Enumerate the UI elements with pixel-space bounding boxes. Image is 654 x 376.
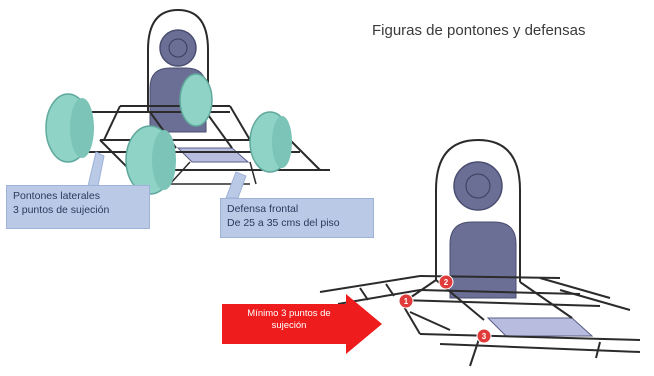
left-floor-plate (176, 147, 250, 163)
right-callout-pointer (225, 171, 247, 199)
callout-lateral-line2: 3 puntos de sujeción (13, 204, 110, 216)
attachment-badge-3: 3 (476, 328, 492, 344)
attachment-badge-1: 1 (398, 293, 414, 309)
red-arrow-shape (222, 294, 382, 354)
right-floor-plate (486, 317, 594, 337)
left-wheel-disc (159, 29, 197, 67)
left-callout-pointer (87, 151, 105, 187)
red-arrow-line2: sujeción (271, 320, 307, 331)
left-vehicle (45, 8, 330, 199)
callout-frontal-line2: De 25 a 35 cms del piso (227, 217, 340, 229)
left-pontoon-middle (179, 73, 213, 127)
badge-1-label: 1 (404, 297, 409, 306)
page-title: Figuras de pontones y defensas (372, 22, 586, 39)
right-seat (449, 221, 517, 299)
left-pontoon-rear (45, 93, 94, 163)
red-arrow-label: Mínimo 3 puntos de sujeción (226, 308, 352, 332)
left-roll-hoop (147, 8, 209, 112)
left-pontoon-front-left (125, 125, 176, 195)
badge-3-label: 3 (482, 332, 487, 341)
red-arrow-line1: Mínimo 3 puntos de (247, 308, 331, 319)
callout-lateral-line1: Pontones laterales (13, 190, 100, 202)
left-pontoon-front-right (249, 111, 292, 173)
callout-frontal-line1: Defensa frontal (227, 203, 299, 215)
right-vehicle: 1 2 3 (319, 138, 641, 367)
badge-2-label: 2 (444, 278, 449, 287)
right-wheel-disc (453, 161, 503, 211)
callout-frontal-defense: Defensa frontal De 25 a 35 cms del piso (220, 198, 374, 238)
callout-lateral-pontoons: Pontones laterales 3 puntos de sujeción (6, 185, 150, 229)
right-roll-hoop (435, 138, 521, 282)
attachment-badge-2: 2 (438, 274, 454, 290)
